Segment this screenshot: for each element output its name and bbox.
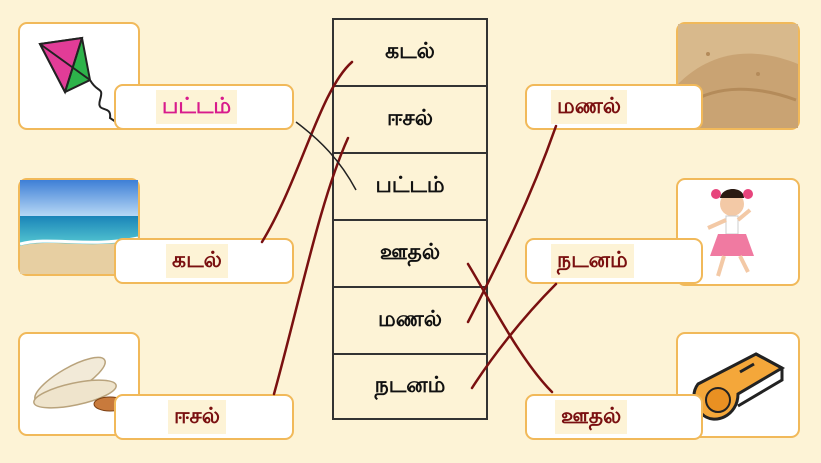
middle-word-6[interactable]: நடனம் xyxy=(374,372,446,398)
middle-word-2[interactable]: ஈசல் xyxy=(334,87,486,154)
middle-word-4[interactable]: ஊதல் xyxy=(334,221,486,288)
label-sand[interactable]: மணல் xyxy=(525,84,703,130)
word-sand: மணல் xyxy=(551,90,627,124)
label-kite[interactable]: பட்டம் xyxy=(114,84,294,130)
label-termite[interactable]: ஈசல் xyxy=(114,394,294,440)
word-dance: நடனம் xyxy=(551,244,634,278)
line-sea-to-kadal xyxy=(260,60,354,244)
kite-image xyxy=(38,36,117,123)
label-sea[interactable]: கடல் xyxy=(114,238,294,284)
line-whistle-to-oothal xyxy=(466,262,554,394)
kite-card xyxy=(18,22,140,130)
sand-card xyxy=(676,22,800,130)
sand-image xyxy=(678,24,798,128)
word-sea: கடல் xyxy=(166,244,228,278)
word-termite: ஈசல் xyxy=(168,400,226,434)
middle-word-3[interactable]: பட்டம் xyxy=(334,154,486,221)
label-dance[interactable]: நடனம் xyxy=(525,238,703,284)
line-dance-to-nadanam xyxy=(470,282,558,390)
word-whistle: ஊதல் xyxy=(555,400,628,434)
dancing-girl-image xyxy=(707,189,754,277)
label-whistle[interactable]: ஊதல் xyxy=(525,394,703,440)
middle-word-column: கடல் ஈசல் பட்டம் ஊதல் மணல் நடனம் xyxy=(332,18,488,420)
dancing-girl-card xyxy=(676,178,800,286)
termite-image xyxy=(33,356,131,412)
word-kite: பட்டம் xyxy=(156,90,238,124)
line-kite-to-pattam xyxy=(295,121,357,191)
line-sand-to-manal xyxy=(466,124,558,324)
middle-word-5[interactable]: மணல் xyxy=(334,288,486,355)
middle-word-1[interactable]: கடல் xyxy=(334,20,486,87)
line-termite-to-eesal xyxy=(272,136,350,396)
